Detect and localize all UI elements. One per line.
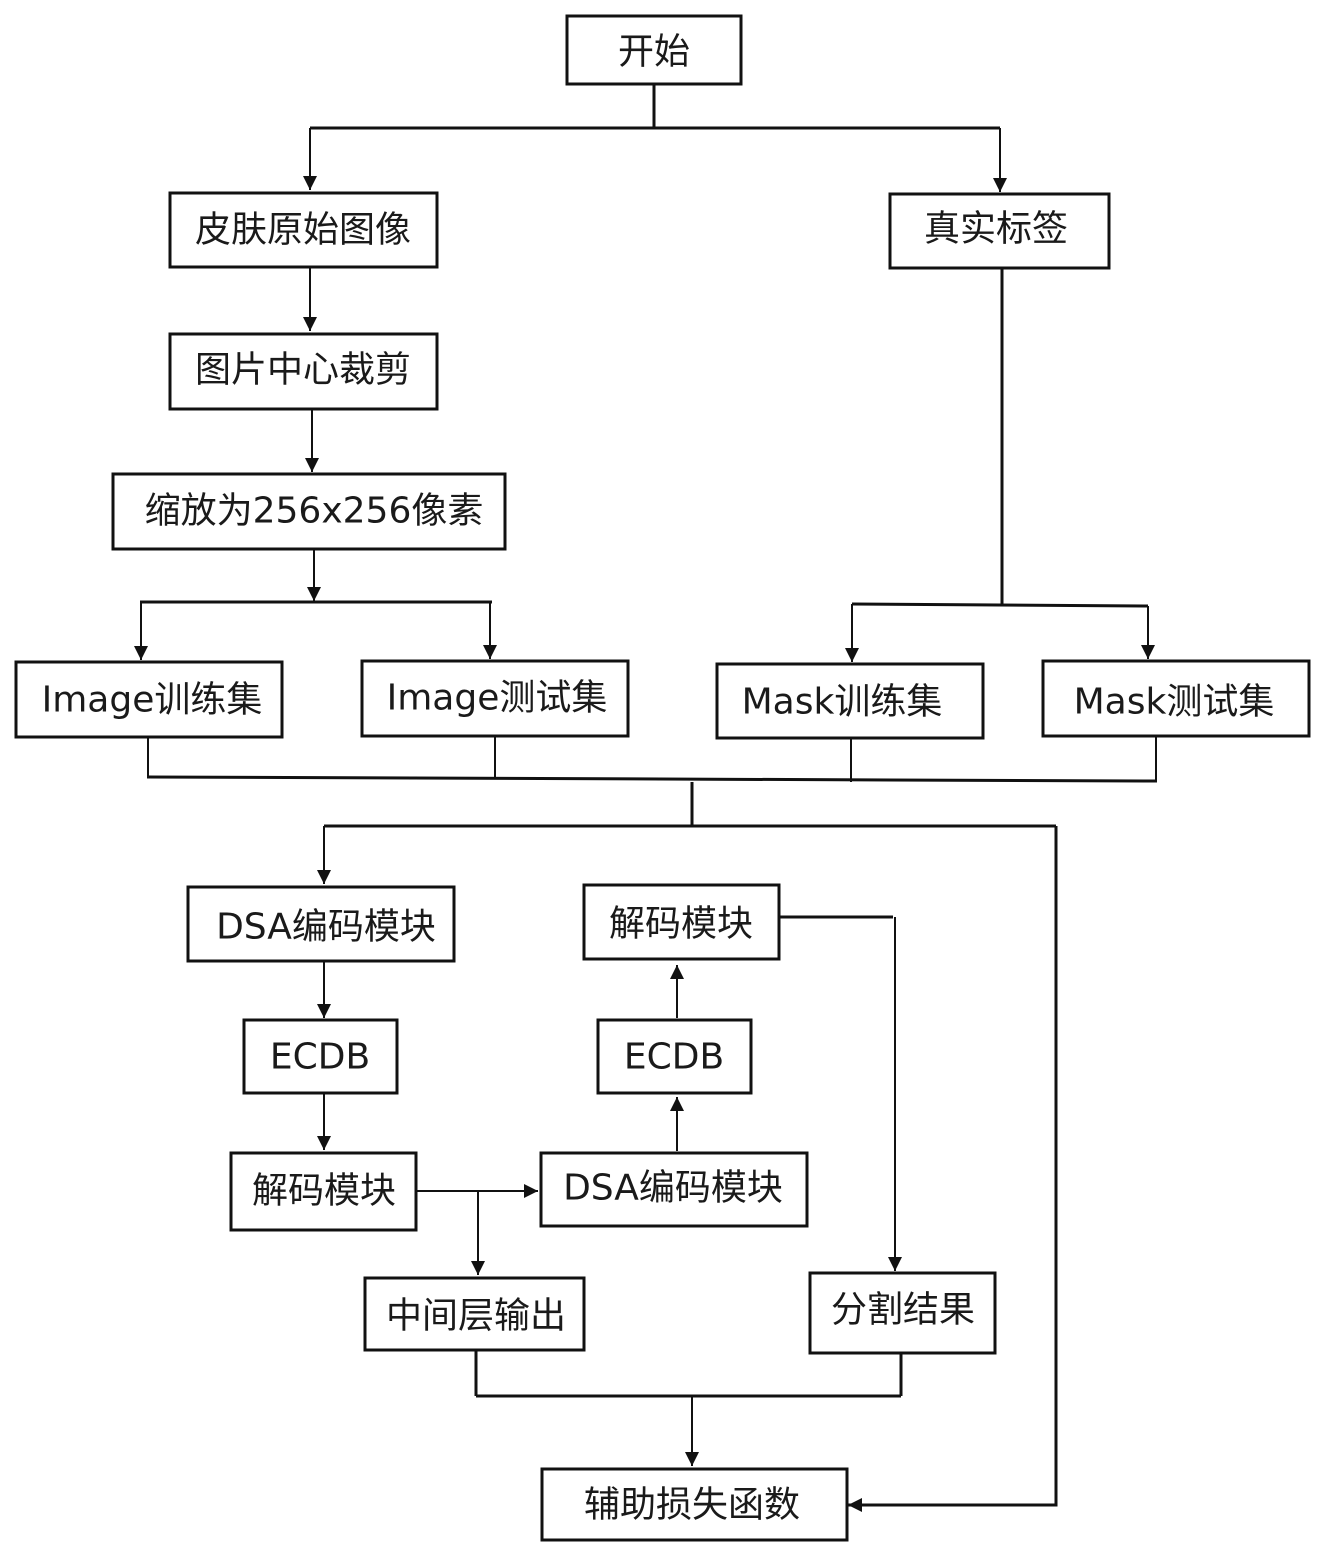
edge-datasets-merge bbox=[146, 775, 1158, 783]
connectors bbox=[134, 84, 1158, 1512]
arrow-to-aux-loss-right bbox=[848, 826, 1058, 1512]
node-mask-test: Mask测试集 bbox=[1041, 659, 1311, 738]
node-label: Mask测试集 bbox=[1074, 682, 1275, 723]
edge-mask-split bbox=[851, 602, 1149, 608]
node-skin-raw-image: 皮肤原始图像 bbox=[168, 191, 439, 269]
node-label: Image训练集 bbox=[42, 680, 263, 721]
node-segmentation-result: 分割结果 bbox=[808, 1271, 997, 1355]
node-center-crop: 图片中心裁剪 bbox=[168, 332, 439, 411]
node-label: 真实标签 bbox=[924, 209, 1068, 250]
node-label: 分割结果 bbox=[831, 1290, 975, 1331]
node-label: ECDB bbox=[624, 1037, 724, 1078]
node-image-test: Image测试集 bbox=[360, 659, 630, 738]
node-dsa-encoder-1: DSA编码模块 bbox=[186, 885, 456, 963]
node-mask-train: Mask训练集 bbox=[715, 662, 985, 740]
node-label: 皮肤原始图像 bbox=[195, 210, 411, 251]
node-resize: 缩放为256x256像素 bbox=[111, 472, 507, 551]
node-image-train: Image训练集 bbox=[14, 660, 284, 739]
node-aux-loss: 辅助损失函数 bbox=[540, 1467, 849, 1542]
node-decoder-2: 解码模块 bbox=[582, 883, 781, 961]
node-ecdb-1: ECDB bbox=[242, 1018, 399, 1095]
node-label: 开始 bbox=[618, 32, 690, 73]
node-label: 解码模块 bbox=[609, 904, 753, 945]
node-ecdb-2: ECDB bbox=[596, 1018, 753, 1095]
node-decoder-1: 解码模块 bbox=[229, 1151, 418, 1232]
node-label: 解码模块 bbox=[252, 1171, 396, 1212]
node-label: 辅助损失函数 bbox=[584, 1485, 800, 1526]
node-label: DSA编码模块 bbox=[216, 907, 436, 948]
node-label: 图片中心裁剪 bbox=[195, 350, 411, 391]
node-label: DSA编码模块 bbox=[563, 1168, 783, 1209]
node-label: 中间层输出 bbox=[386, 1296, 566, 1337]
node-label: ECDB bbox=[270, 1037, 370, 1078]
node-intermediate-output: 中间层输出 bbox=[363, 1276, 586, 1352]
node-dsa-encoder-2: DSA编码模块 bbox=[539, 1151, 809, 1228]
node-label: Image测试集 bbox=[387, 678, 608, 719]
node-label: Mask训练集 bbox=[742, 682, 943, 723]
node-ground-truth: 真实标签 bbox=[888, 192, 1111, 270]
node-label: 缩放为256x256像素 bbox=[145, 491, 484, 532]
node-start: 开始 bbox=[565, 14, 743, 86]
